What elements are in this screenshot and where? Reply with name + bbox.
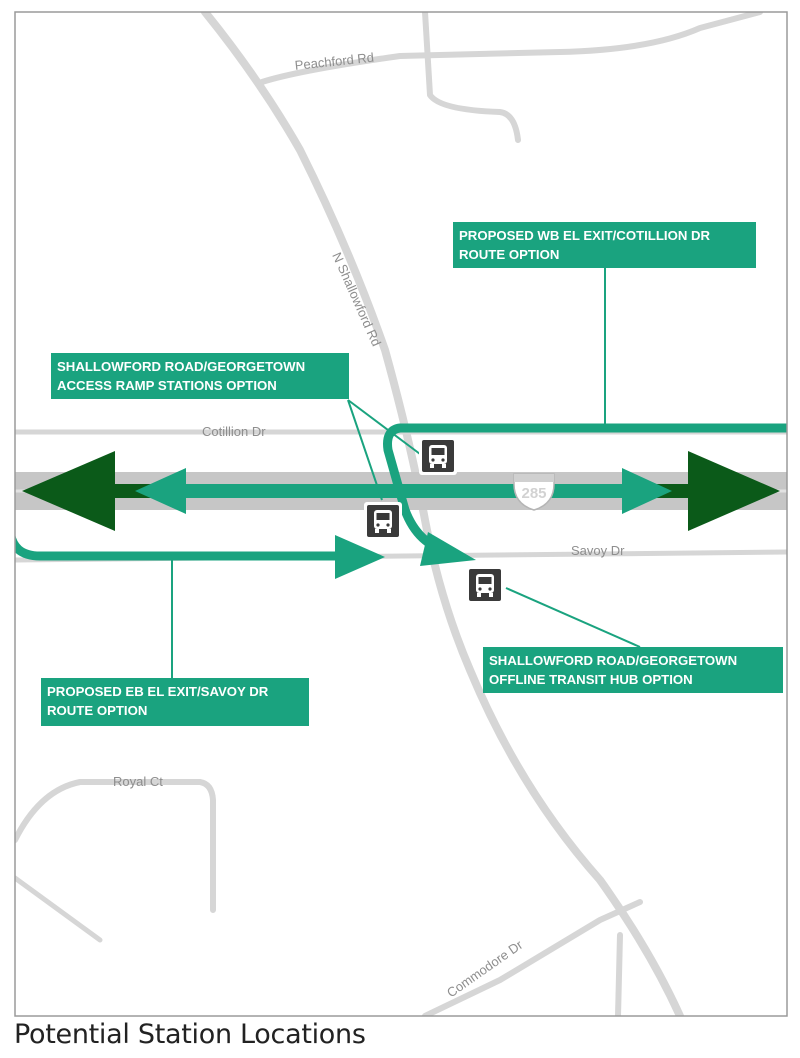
- wb-exit-line1: PROPOSED WB EL EXIT/COTILLION DR: [459, 228, 711, 243]
- teal-west-arrow-icon: [135, 468, 186, 514]
- teal-east-arrow-icon: [622, 468, 672, 514]
- royal-court-road: [15, 779, 216, 913]
- north-shallowford-road: [201, 12, 684, 1016]
- access-ramp-line1: SHALLOWFORD ROAD/GEORGETOWN: [57, 359, 306, 374]
- access-ramp-label: SHALLOWFORD ROAD/GEORGETOWN ACCESS RAMP …: [51, 353, 349, 399]
- bus-icon[interactable]: [364, 502, 402, 540]
- lower-left-road: [15, 875, 103, 943]
- interstate-285-shield-icon: 285: [513, 473, 555, 511]
- lower-right-road: [615, 932, 623, 1016]
- eb-exit-line2: ROUTE OPTION: [47, 703, 148, 718]
- transit-hub-label: SHALLOWFORD ROAD/GEORGETOWN OFFLINE TRAN…: [483, 647, 783, 693]
- transit-hub-line1: SHALLOWFORD ROAD/GEORGETOWN: [489, 653, 738, 668]
- westbound-arrow-icon: [22, 451, 115, 531]
- map-frame: [14, 11, 788, 1017]
- royal-court-road-label: Royal Ct: [113, 774, 163, 789]
- map-caption: Potential Station Locations: [14, 1019, 366, 1050]
- highway-shield-number: 285: [521, 485, 546, 502]
- wb-exit-route-label: PROPOSED WB EL EXIT/COTILLION DR ROUTE O…: [453, 222, 756, 268]
- peachford-road: [259, 12, 763, 85]
- eastbound-arrow-icon: [688, 451, 780, 531]
- eb-exit-line1: PROPOSED EB EL EXIT/SAVOY DR: [47, 684, 269, 699]
- transit-hub-line2: OFFLINE TRANSIT HUB OPTION: [489, 672, 693, 687]
- wb-exit-arrow-icon: [420, 532, 476, 566]
- cotillion-road-label: Cotillion Dr: [202, 424, 266, 439]
- bus-icon[interactable]: [466, 566, 504, 604]
- label-leader-lines: [347, 399, 641, 648]
- eb-exit-savoy-route: [15, 533, 350, 679]
- eb-exit-route-label: PROPOSED EB EL EXIT/SAVOY DR ROUTE OPTIO…: [41, 678, 309, 726]
- eb-exit-arrow-icon: [335, 535, 385, 579]
- peachford-branch-road: [422, 12, 521, 143]
- bus-icon[interactable]: [419, 437, 457, 475]
- access-ramp-line2: ACCESS RAMP STATIONS OPTION: [57, 378, 277, 393]
- savoy-road-label: Savoy Dr: [571, 543, 625, 558]
- wb-exit-line2: ROUTE OPTION: [459, 247, 560, 262]
